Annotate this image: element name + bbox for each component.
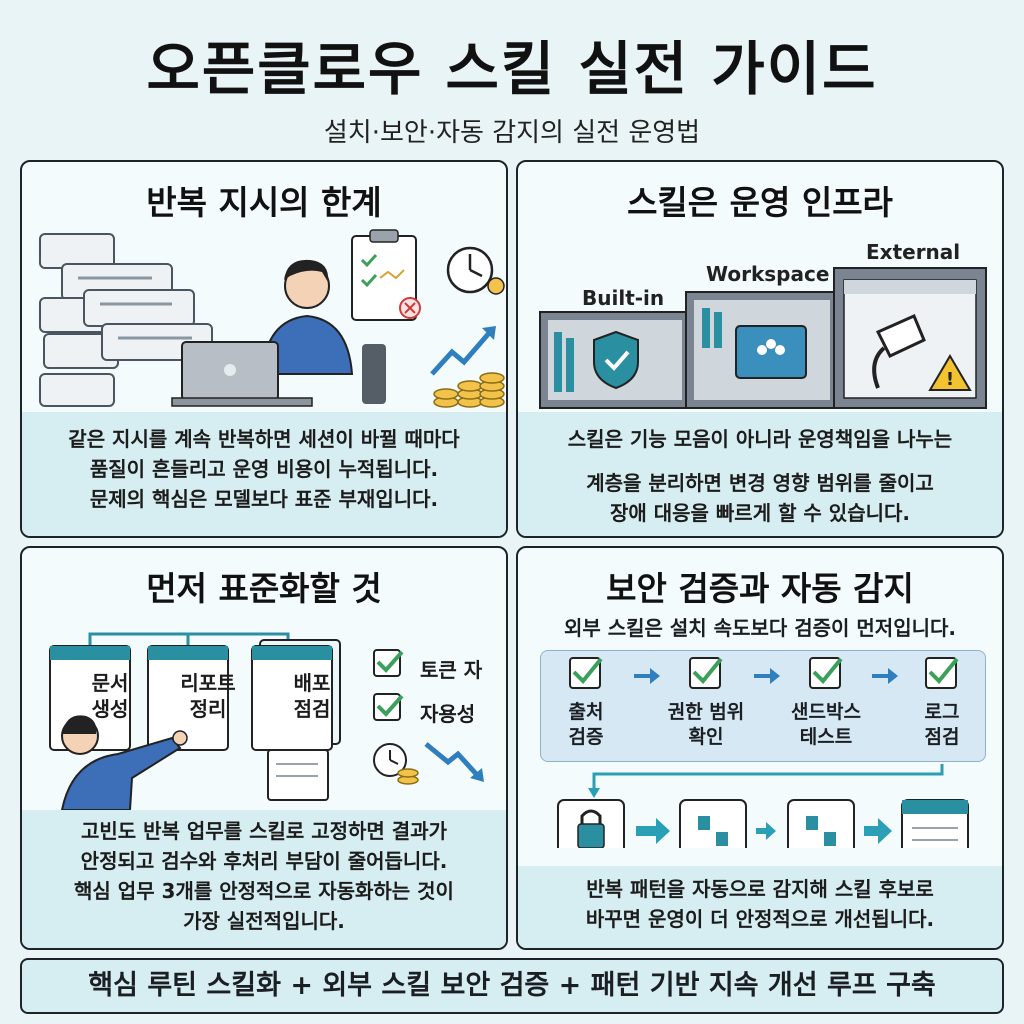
body-line: 품질이 흔들리고 운영 비용이 누적됩니다. xyxy=(89,457,439,481)
panel-repetition-limits: 반복 지시의 한계 xyxy=(20,160,508,538)
panel-body: 스킬은 기능 모음이 아니라 운영책임을 나누는 계층을 분리하면 변경 영향 … xyxy=(518,424,1002,528)
check-label: 자용성 xyxy=(420,702,476,726)
page-subtitle: 설치·보안·자동 감지의 실전 운영법 xyxy=(323,118,701,148)
panel-body: 같은 지시를 계속 반복하면 세션이 바뀔 때마다 품질이 흔들리고 운영 비용… xyxy=(22,424,506,514)
panel-skill-infrastructure: 스킬은 운영 인프라 Built-in Workspace External !… xyxy=(516,160,1004,538)
body-line: 핵심 업무 3개를 안정적으로 자동화하는 것이 xyxy=(74,879,454,903)
body-line: 문제의 핵심은 모델보다 표준 부재입니다. xyxy=(89,487,439,511)
body-line: 고빈도 반복 업무를 스킬로 고정하면 결과가 xyxy=(80,819,447,843)
panel-security-detection: 보안 검증과 자동 감지 외부 스킬은 설치 속도보다 검증이 먼저입니다. xyxy=(516,546,1004,950)
panel-heading: 보안 검증과 자동 감지 xyxy=(606,569,914,608)
panel-body: 반복 패턴을 자동으로 감지해 스킬 후보로 바꾸면 운영이 더 안정적으로 개… xyxy=(518,874,1002,934)
svg-text:!: ! xyxy=(946,369,954,390)
verification-flow xyxy=(557,657,969,848)
tier-label-external: External xyxy=(866,240,961,264)
tier-label-builtin: Built-in xyxy=(582,286,665,310)
body-line: 바꾸면 운영이 더 안정적으로 개선됩니다. xyxy=(585,907,935,931)
panel-heading: 먼저 표준화할 것 xyxy=(146,569,382,608)
body-line: 반복 패턴을 자동으로 감지해 스킬 후보로 xyxy=(586,877,934,901)
summary-footer: 핵심 루틴 스킬화 + 외부 스킬 보안 검증 + 패턴 기반 지속 개선 루프… xyxy=(20,958,1004,1014)
body-line: 스킬은 기능 모음이 아니라 운영책임을 나누는 xyxy=(567,427,953,451)
body-line: 가장 실전적입니다. xyxy=(183,909,345,933)
panel-lead: 외부 스킬은 설치 속도보다 검증이 먼저입니다. xyxy=(563,616,956,640)
body-line: 장애 대응을 빠르게 할 수 있습니다. xyxy=(609,501,910,525)
page-title: 오픈클로우 스킬 실전 가이드 xyxy=(146,35,878,103)
body-line: 안정되고 검수와 후처리 부담이 줄어듭니다. xyxy=(80,849,448,873)
body-line: 같은 지시를 계속 반복하면 세션이 바뀔 때마다 xyxy=(68,427,460,451)
panel-body: 고빈도 반복 업무를 스킬로 고정하면 결과가 안정되고 검수와 후처리 부담이… xyxy=(22,816,506,936)
skill-tiers-illustration: ! xyxy=(539,267,987,409)
verification-steps-box xyxy=(540,650,986,762)
repetition-illustration xyxy=(39,229,505,408)
body-line: 계층을 분리하면 변경 영향 범위를 줄이고 xyxy=(586,471,934,495)
standardize-illustration xyxy=(49,632,484,810)
panel-heading: 스킬은 운영 인프라 xyxy=(627,183,893,222)
panel-heading: 반복 지시의 한계 xyxy=(146,183,382,222)
check-label: 토큰 자 xyxy=(420,658,483,682)
tier-label-workspace: Workspace xyxy=(706,262,830,286)
